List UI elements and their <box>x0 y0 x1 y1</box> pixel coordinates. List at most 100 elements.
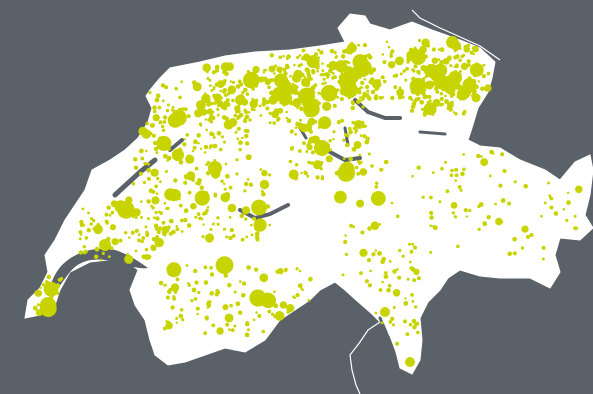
settlement-marker <box>294 132 298 136</box>
settlement-marker <box>155 192 159 195</box>
settlement-marker <box>416 165 421 170</box>
settlement-marker <box>92 218 96 223</box>
settlement-marker <box>440 96 444 100</box>
settlement-marker <box>208 300 212 304</box>
settlement-marker <box>360 230 365 235</box>
settlement-marker <box>246 328 250 332</box>
settlement-marker <box>223 79 227 83</box>
settlement-marker <box>359 134 363 138</box>
settlement-marker <box>380 307 390 317</box>
settlement-marker <box>402 69 407 73</box>
settlement-marker <box>178 95 182 100</box>
settlement-marker <box>340 54 346 59</box>
settlement-marker <box>494 202 497 206</box>
settlement-marker <box>426 43 430 48</box>
settlement-marker <box>451 211 455 215</box>
settlement-marker <box>191 149 195 153</box>
settlement-marker <box>295 293 300 298</box>
settlement-marker <box>322 77 326 81</box>
settlement-marker <box>319 50 324 55</box>
settlement-marker <box>459 97 462 101</box>
settlement-marker <box>159 180 162 184</box>
settlement-marker <box>415 91 421 96</box>
settlement-marker <box>573 226 578 231</box>
settlement-marker <box>235 95 245 105</box>
settlement-marker <box>282 67 287 72</box>
settlement-marker <box>238 310 243 315</box>
settlement-marker <box>199 147 203 150</box>
settlement-marker <box>224 162 228 166</box>
settlement-marker <box>220 62 231 72</box>
settlement-marker <box>432 106 436 110</box>
settlement-marker <box>434 86 439 91</box>
settlement-marker <box>408 242 411 246</box>
settlement-marker <box>382 60 387 65</box>
settlement-marker <box>298 54 302 57</box>
settlement-marker <box>366 95 371 100</box>
settlement-marker <box>412 48 419 55</box>
settlement-marker <box>296 55 300 60</box>
settlement-marker <box>398 86 402 89</box>
settlement-marker <box>395 214 400 219</box>
settlement-marker <box>526 234 530 239</box>
settlement-marker <box>209 228 213 231</box>
settlement-marker <box>228 185 233 190</box>
settlement-marker <box>185 264 189 267</box>
settlement-marker <box>371 67 377 73</box>
settlement-marker <box>152 105 157 110</box>
settlement-marker <box>404 297 407 300</box>
settlement-marker <box>165 108 170 113</box>
settlement-marker <box>310 105 320 115</box>
settlement-marker <box>199 124 203 127</box>
settlement-marker <box>411 101 417 106</box>
settlement-marker <box>238 112 244 118</box>
settlement-marker <box>366 258 372 263</box>
settlement-marker <box>306 77 309 81</box>
settlement-marker <box>222 304 229 311</box>
settlement-marker <box>328 139 332 143</box>
settlement-marker <box>344 252 348 256</box>
settlement-marker <box>395 56 404 66</box>
settlement-marker <box>166 103 170 107</box>
settlement-marker <box>325 155 333 163</box>
settlement-marker <box>374 311 378 315</box>
settlement-marker <box>344 133 348 137</box>
settlement-marker <box>317 56 320 60</box>
settlement-marker <box>282 54 285 58</box>
settlement-marker <box>363 78 367 81</box>
settlement-marker <box>82 250 87 255</box>
settlement-marker <box>110 210 115 215</box>
settlement-marker <box>212 133 215 137</box>
settlement-marker <box>355 165 359 170</box>
settlement-marker <box>212 85 216 89</box>
settlement-marker <box>203 265 208 270</box>
settlement-marker <box>409 249 414 254</box>
settlement-marker <box>155 151 159 155</box>
settlement-marker <box>331 71 335 75</box>
settlement-marker <box>278 69 283 74</box>
settlement-marker <box>240 237 245 242</box>
settlement-marker <box>175 321 178 324</box>
settlement-marker <box>398 248 402 253</box>
settlement-marker <box>420 65 427 72</box>
settlement-marker <box>245 129 250 133</box>
settlement-marker <box>87 211 90 215</box>
settlement-marker <box>262 71 266 74</box>
settlement-marker <box>35 309 43 317</box>
settlement-marker <box>86 228 91 233</box>
settlement-marker <box>440 73 445 79</box>
settlement-marker <box>216 95 220 100</box>
settlement-marker <box>143 161 147 166</box>
settlement-marker <box>153 223 159 229</box>
settlement-marker <box>470 71 474 75</box>
settlement-marker <box>424 66 434 77</box>
settlement-marker <box>82 245 87 249</box>
settlement-marker <box>366 62 370 65</box>
settlement-marker <box>231 234 236 238</box>
settlement-marker <box>342 82 358 98</box>
settlement-marker <box>84 236 89 240</box>
settlement-marker <box>276 118 280 122</box>
settlement-marker <box>223 187 227 191</box>
settlement-marker <box>234 130 238 134</box>
settlement-marker <box>481 74 486 79</box>
